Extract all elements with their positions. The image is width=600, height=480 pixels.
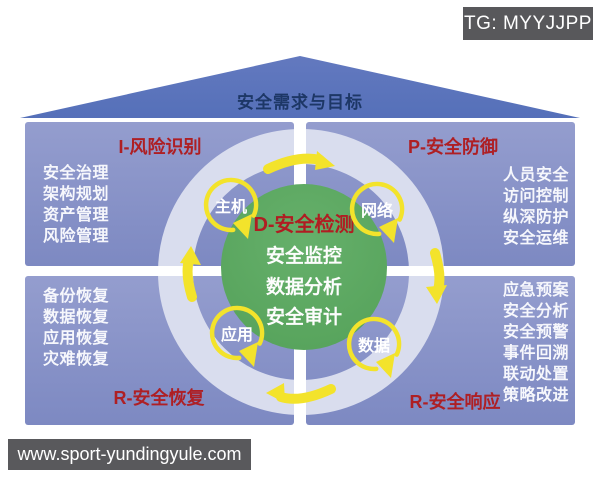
- item-list-risk-identification: 安全治理 架构规划 资产管理 风险管理: [43, 163, 109, 247]
- roof-title: 安全需求与目标: [237, 93, 363, 112]
- rotation-arrow-top: [263, 151, 335, 174]
- website-badge: www.sport-yundingyule.com: [8, 439, 251, 470]
- rotation-arrow-left: [180, 246, 201, 302]
- node-application: 应用: [199, 295, 275, 371]
- list-item: 风险管理: [43, 228, 110, 245]
- node-label: 主机: [214, 199, 247, 216]
- rotation-arrow-bottom: [266, 383, 336, 404]
- list-item: 安全预警: [503, 324, 570, 341]
- list-item: 资产管理: [43, 207, 110, 224]
- list-item: 架构规划: [43, 186, 110, 203]
- list-item: 人员安全: [503, 167, 570, 184]
- list-item: 灾难恢复: [43, 351, 110, 368]
- item-list-security-recovery: 备份恢复 数据恢复 应用恢复 灾难恢复: [43, 286, 109, 370]
- node-label: 网络: [360, 203, 393, 220]
- node-data: 数据: [336, 306, 412, 382]
- item-list-security-defense: 人员安全 访问控制 纵深防护 安全运维: [503, 165, 569, 249]
- header-security-defense: P-安全防御: [408, 137, 498, 157]
- header-risk-identification: I-风险识别: [118, 137, 202, 157]
- list-item: 事件回溯: [503, 345, 570, 362]
- list-item: 备份恢复: [43, 288, 110, 305]
- rotation-arrows: [180, 151, 447, 404]
- list-item: 纵深防护: [503, 209, 570, 226]
- list-item: 访问控制: [503, 188, 570, 205]
- core-item: 安全审计: [265, 307, 342, 328]
- security-framework-diagram: D-安全检测 安全监控 数据分析 安全审计 主机 网络 应用 数据 I-风险识: [25, 122, 575, 425]
- list-item: 安全治理: [43, 165, 110, 182]
- node-label: 数据: [357, 338, 390, 355]
- header-security-recovery: R-安全恢复: [113, 388, 205, 408]
- cycle-circle-icon: [346, 316, 402, 378]
- rotation-arrow-right: [426, 248, 447, 304]
- list-item: 安全运维: [503, 230, 570, 247]
- list-item: 应急预案: [503, 282, 570, 299]
- list-item: 策略改进: [503, 387, 570, 404]
- core-title: D-安全检测: [253, 214, 355, 236]
- cycle-circle-icon: [349, 181, 405, 243]
- list-item: 应用恢复: [43, 330, 110, 347]
- core-item: 安全监控: [265, 246, 342, 267]
- cycle-circle-icon: [203, 177, 259, 239]
- header-security-response: R-安全响应: [409, 392, 501, 412]
- node-host: 主机: [193, 167, 269, 243]
- item-list-security-response: 应急预案 安全分析 安全预警 事件回溯 联动处置 策略改进: [503, 280, 569, 406]
- list-item: 安全分析: [503, 303, 570, 320]
- node-network: 网络: [339, 171, 415, 247]
- list-item: 联动处置: [503, 366, 570, 383]
- cycle-circle-icon: [209, 305, 265, 367]
- website-badge-text: www.sport-yundingyule.com: [17, 444, 242, 464]
- tg-badge: TG: MYYJJPP: [463, 7, 593, 40]
- core-item: 数据分析: [265, 277, 342, 298]
- list-item: 数据恢复: [43, 309, 110, 326]
- tg-badge-text: TG: MYYJJPP: [464, 12, 592, 34]
- node-label: 应用: [220, 327, 253, 344]
